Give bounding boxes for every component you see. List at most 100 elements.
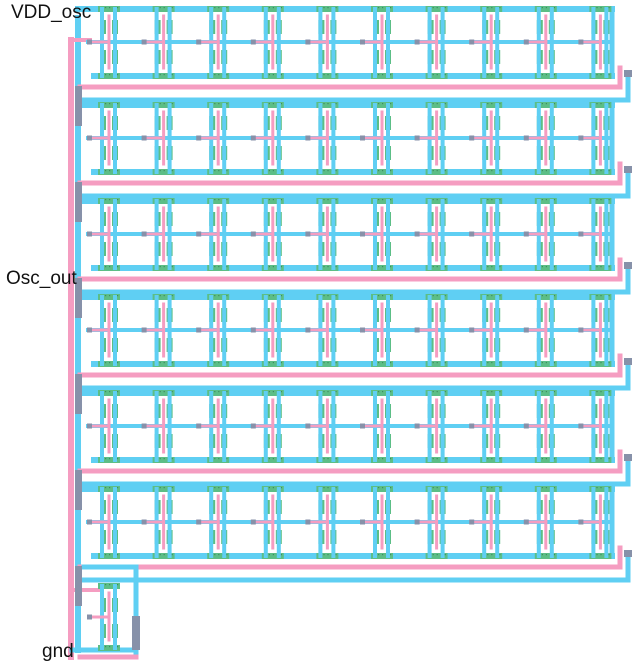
diffusion-contact <box>596 7 598 9</box>
diffusion-contact <box>109 103 111 105</box>
diffusion-contact <box>109 646 111 648</box>
nmos-diffusion <box>316 265 339 271</box>
diffusion-contact <box>600 199 602 201</box>
pmos-diffusion <box>371 102 393 108</box>
diffusion-contact <box>159 7 161 9</box>
diffusion-contact <box>553 391 555 393</box>
nmos-diffusion <box>207 169 230 175</box>
diffusion-contact <box>545 391 547 393</box>
pmos-diffusion <box>589 6 612 12</box>
diffusion-contact <box>214 266 216 268</box>
gnd-label: gnd <box>42 641 74 662</box>
gate-contact <box>87 135 92 141</box>
gate-contact <box>360 231 365 237</box>
pmos-diffusion <box>207 198 230 204</box>
diffusion-contact <box>117 199 119 201</box>
pmos-diffusion <box>98 6 120 12</box>
diffusion-contact <box>432 458 434 460</box>
diffusion-contact <box>541 7 543 9</box>
diffusion-contact <box>280 199 282 201</box>
diffusion-contact <box>159 199 161 201</box>
diffusion-contact <box>491 7 493 9</box>
diffusion-contact <box>323 7 325 9</box>
gate-contact <box>250 39 256 45</box>
pmos-diffusion <box>534 486 557 492</box>
nmos-diffusion <box>425 457 448 463</box>
diffusion-contact <box>335 103 337 105</box>
pmos-diffusion <box>261 6 284 12</box>
nmos-diffusion <box>152 457 175 463</box>
nmos-diffusion <box>371 73 393 79</box>
diffusion-contact <box>268 554 270 556</box>
diffusion-contact <box>432 391 434 393</box>
diffusion-contact <box>159 295 161 297</box>
pmos-diffusion <box>371 6 393 12</box>
nmos-diffusion <box>534 553 557 559</box>
nmos-diffusion <box>425 553 448 559</box>
pmos-diffusion <box>261 390 284 396</box>
output-pmos-diffusion <box>98 583 120 589</box>
output-rail-via <box>75 575 82 591</box>
diffusion-contact <box>218 7 220 9</box>
nmos-diffusion <box>98 169 120 175</box>
diffusion-contact <box>553 7 555 9</box>
diffusion-contact <box>545 74 547 76</box>
pmos-diffusion <box>589 486 612 492</box>
rail-via <box>624 454 632 461</box>
nmos-diffusion <box>425 169 448 175</box>
nmos-diffusion <box>261 169 284 175</box>
nmos-diffusion <box>316 361 339 367</box>
pmos-diffusion <box>589 294 612 300</box>
diffusion-contact <box>218 391 220 393</box>
diffusion-contact <box>378 554 380 556</box>
pmos-diffusion <box>480 102 503 108</box>
diffusion-contact <box>226 199 228 201</box>
diffusion-contact <box>390 170 392 172</box>
diffusion-contact <box>608 170 610 172</box>
diffusion-contact <box>378 170 380 172</box>
diffusion-contact <box>390 458 392 460</box>
gate-contact <box>250 327 256 333</box>
diffusion-contact <box>444 458 446 460</box>
diffusion-contact <box>436 458 438 460</box>
gate-contact <box>414 39 420 45</box>
diffusion-contact <box>378 7 380 9</box>
nmos-diffusion <box>589 169 612 175</box>
diffusion-contact <box>109 391 111 393</box>
diffusion-contact <box>171 487 173 489</box>
diffusion-contact <box>553 199 555 201</box>
diffusion-contact <box>323 554 325 556</box>
diffusion-contact <box>596 103 598 105</box>
pmos-diffusion <box>98 102 120 108</box>
diffusion-contact <box>272 7 274 9</box>
diffusion-contact <box>335 554 337 556</box>
gate-contact <box>196 135 202 141</box>
diffusion-contact <box>487 7 489 9</box>
gate-contact <box>250 423 256 429</box>
gate-contact <box>414 231 420 237</box>
pmos-diffusion <box>425 102 448 108</box>
output-gate-contact <box>87 614 92 620</box>
diffusion-contact <box>596 554 598 556</box>
diffusion-contact <box>436 362 438 364</box>
diffusion-contact <box>545 170 547 172</box>
diffusion-contact <box>545 362 547 364</box>
diffusion-contact <box>218 487 220 489</box>
diffusion-contact <box>491 458 493 460</box>
diffusion-contact <box>272 295 274 297</box>
gate-contact <box>141 39 147 45</box>
diffusion-contact <box>432 74 434 76</box>
rail-via <box>624 70 632 77</box>
diffusion-contact <box>541 170 543 172</box>
diffusion-contact <box>163 170 165 172</box>
pmos-diffusion <box>207 486 230 492</box>
diffusion-contact <box>541 487 543 489</box>
diffusion-contact <box>171 266 173 268</box>
pmos-diffusion <box>261 486 284 492</box>
diffusion-contact <box>608 554 610 556</box>
diffusion-contact <box>608 391 610 393</box>
diffusion-contact <box>117 7 119 9</box>
diffusion-contact <box>487 391 489 393</box>
pmos-diffusion <box>316 486 339 492</box>
gate-contact <box>523 231 529 237</box>
